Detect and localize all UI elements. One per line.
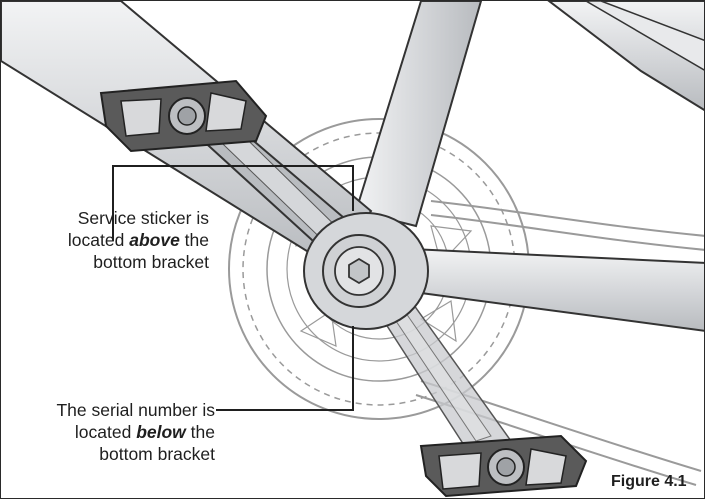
pedal-upper bbox=[99, 79, 268, 153]
callout-leader-bottom bbox=[216, 326, 354, 411]
callout-emphasis: above bbox=[129, 230, 180, 250]
callout-service-sticker-line2: located above the bbox=[7, 229, 209, 251]
callout-text: the bbox=[179, 230, 209, 250]
callout-text: located bbox=[67, 230, 130, 250]
callout-leader-top bbox=[112, 165, 354, 241]
callout-serial-number-line3: bottom bracket bbox=[99, 444, 215, 464]
callout-serial-number-line1: The serial number is bbox=[56, 400, 215, 420]
chainstay bbox=[404, 247, 704, 332]
pedal-lower bbox=[419, 434, 588, 498]
callout-service-sticker: Service sticker is located above the bot… bbox=[7, 207, 209, 273]
seat-tube bbox=[354, 1, 483, 228]
top-tube bbox=[547, 1, 704, 111]
figure-label: Figure 4.1 bbox=[611, 473, 687, 490]
chain-upper bbox=[430, 200, 704, 251]
callout-text: located bbox=[74, 422, 137, 442]
callout-text: the bbox=[185, 422, 215, 442]
callout-serial-number: The serial number is located below the b… bbox=[7, 399, 215, 465]
bottom-bracket bbox=[303, 212, 429, 330]
callout-serial-number-line2: located below the bbox=[7, 421, 215, 443]
callout-service-sticker-line3: bottom bracket bbox=[93, 252, 209, 272]
callout-service-sticker-line1: Service sticker is bbox=[77, 208, 209, 228]
callout-emphasis: below bbox=[136, 422, 186, 442]
